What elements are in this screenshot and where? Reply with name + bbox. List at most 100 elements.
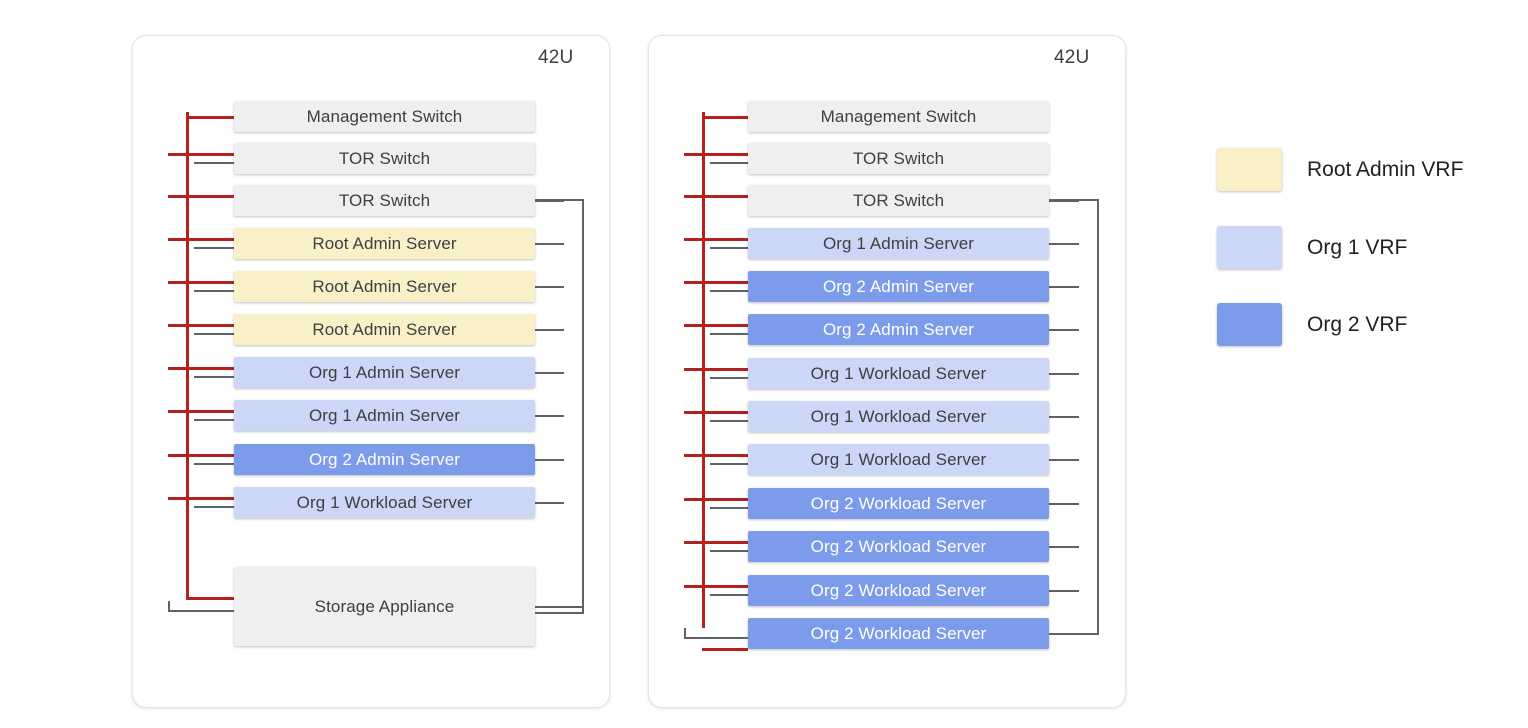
rack-unit[interactable]: TOR Switch [234, 143, 535, 174]
network-wire-left [194, 246, 234, 249]
network-wire-bottom-left [684, 636, 748, 639]
legend-label: Org 1 VRF [1307, 235, 1408, 259]
power-wire [684, 584, 748, 588]
network-wire-right [1049, 545, 1079, 548]
rack-unit[interactable]: Root Admin Server [234, 314, 535, 345]
legend-label: Root Admin VRF [1307, 157, 1464, 181]
rack-capacity-label: 42U [1054, 47, 1090, 68]
network-wire-right [535, 285, 564, 288]
power-wire [168, 496, 234, 500]
power-wire [684, 410, 748, 414]
network-wire-left [710, 246, 748, 249]
network-wire-right [535, 414, 564, 417]
rack-unit[interactable]: Org 2 Admin Server [748, 314, 1049, 345]
rack-unit[interactable]: TOR Switch [748, 185, 1049, 216]
network-bus-vertical [582, 199, 584, 612]
rack-unit[interactable]: Org 1 Workload Server [748, 358, 1049, 389]
network-wire-right [535, 328, 564, 331]
power-wire [168, 366, 234, 370]
network-wire-left [194, 289, 234, 292]
network-wire-left [194, 332, 234, 335]
rack-unit[interactable]: Org 2 Workload Server [748, 531, 1049, 562]
legend-label: Org 2 VRF [1307, 312, 1408, 336]
network-wire-left [194, 505, 234, 508]
rack-unit[interactable]: Management Switch [748, 101, 1049, 132]
rack-unit[interactable]: Root Admin Server [234, 271, 535, 302]
network-bus-bottom-elbow [535, 612, 584, 614]
network-bus-vertical [1097, 199, 1099, 633]
power-wire [684, 540, 748, 544]
network-wire-left [710, 506, 748, 509]
rack-unit[interactable]: Org 2 Admin Server [234, 444, 535, 475]
power-wire [684, 453, 748, 457]
network-wire-left [194, 375, 234, 378]
network-bus-bottom-elbow [1049, 633, 1099, 635]
rack-unit[interactable]: Org 1 Workload Server [748, 444, 1049, 475]
power-wire [702, 648, 748, 651]
network-wire-right [1049, 415, 1079, 418]
power-wire [168, 237, 234, 241]
network-wire-right [535, 242, 564, 245]
network-wire-bottom-left [168, 609, 234, 612]
network-wire-right [535, 501, 564, 504]
legend-swatch [1217, 148, 1282, 191]
legend-swatch [1217, 303, 1282, 346]
network-wire-left [194, 161, 234, 164]
rack-unit[interactable]: TOR Switch [234, 185, 535, 216]
rack-unit[interactable]: Org 2 Workload Server [748, 618, 1049, 649]
network-wire-left [710, 593, 748, 596]
power-wire [168, 453, 234, 457]
network-wire-right [1049, 502, 1079, 505]
power-wire [684, 280, 748, 284]
rack-unit[interactable]: Org 1 Admin Server [748, 228, 1049, 259]
power-wire [684, 323, 748, 327]
rack-unit[interactable]: Management Switch [234, 101, 535, 132]
rack-unit[interactable]: Org 2 Workload Server [748, 488, 1049, 519]
legend-swatch [1217, 226, 1282, 269]
network-bus-top-elbow [535, 199, 584, 201]
network-wire-right [1049, 242, 1079, 245]
rack-unit[interactable]: Org 2 Admin Server [748, 271, 1049, 302]
rack-unit[interactable]: Org 2 Workload Server [748, 575, 1049, 606]
rack-unit[interactable]: TOR Switch [748, 143, 1049, 174]
network-bus-top-elbow [1049, 199, 1099, 201]
power-wire [168, 280, 234, 284]
power-wire [186, 116, 234, 119]
network-wire-bottom-riser [168, 600, 170, 612]
network-wire-right [1049, 328, 1079, 331]
network-wire-right [535, 458, 564, 461]
network-wire-left [710, 376, 748, 379]
network-wire-right [1049, 372, 1079, 375]
rack-unit[interactable]: Storage Appliance [234, 567, 535, 646]
network-wire-right [1049, 589, 1079, 592]
power-wire [684, 152, 748, 156]
rack-unit[interactable]: Org 1 Workload Server [748, 401, 1049, 432]
network-wire-right [1049, 458, 1079, 461]
network-wire-left [710, 549, 748, 552]
rack-unit[interactable]: Org 1 Workload Server [234, 487, 535, 518]
power-wire [168, 152, 234, 156]
network-wire-left [194, 462, 234, 465]
network-wire-right [1049, 285, 1079, 288]
rack-unit[interactable]: Org 1 Admin Server [234, 357, 535, 388]
power-wire [702, 116, 748, 119]
network-wire-left [710, 332, 748, 335]
rack-unit[interactable]: Org 1 Admin Server [234, 400, 535, 431]
power-wire [186, 597, 234, 600]
power-wire [168, 194, 234, 198]
legend-item: Root Admin VRF [1217, 148, 1463, 191]
power-wire [168, 409, 234, 413]
power-wire [168, 323, 234, 327]
legend-item: Org 2 VRF [1217, 303, 1407, 346]
power-wire [684, 237, 748, 241]
legend-item: Org 1 VRF [1217, 226, 1407, 269]
power-wire [684, 497, 748, 501]
rack-unit[interactable]: Root Admin Server [234, 228, 535, 259]
power-wire [684, 367, 748, 371]
network-wire-left [710, 161, 748, 164]
network-wire-right [535, 371, 564, 374]
network-wire-left [710, 289, 748, 292]
network-wire-left [710, 462, 748, 465]
network-wire-bottom-riser [684, 627, 686, 639]
